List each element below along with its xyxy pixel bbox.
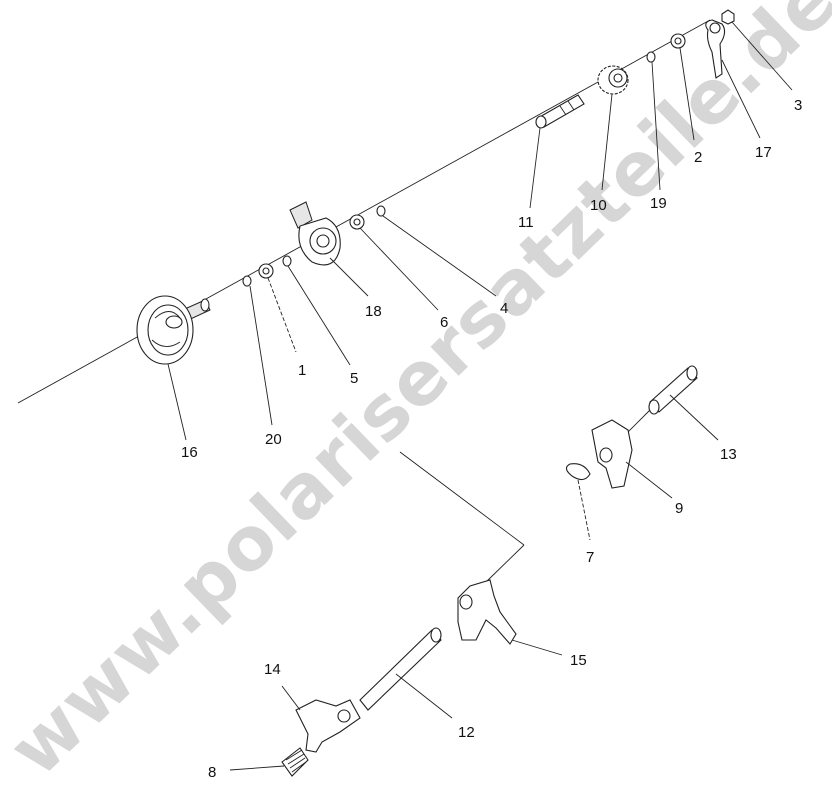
callout-12: 12 bbox=[458, 724, 475, 741]
part-8-spring bbox=[281, 747, 309, 777]
part-15-shift-fork bbox=[457, 579, 517, 645]
part-4-clip bbox=[376, 205, 386, 217]
callout-1: 1 bbox=[298, 362, 306, 379]
part-12-fork-rod bbox=[359, 627, 442, 711]
part-20-ring bbox=[242, 275, 252, 287]
part-9-fork bbox=[591, 419, 633, 489]
callout-15: 15 bbox=[570, 652, 587, 669]
part-1-washer bbox=[258, 263, 274, 279]
callout-6: 6 bbox=[440, 314, 448, 331]
part-18-gear-sector bbox=[289, 201, 341, 266]
callout-10: 10 bbox=[590, 197, 607, 214]
callout-19: 19 bbox=[650, 195, 667, 212]
callout-7: 7 bbox=[586, 549, 594, 566]
part-11-shaft bbox=[535, 94, 585, 129]
callout-11: 11 bbox=[518, 214, 534, 231]
part-13-rod bbox=[648, 365, 698, 415]
leader-lines bbox=[167, 21, 793, 771]
part-3-nut bbox=[721, 9, 735, 25]
part-6-washer bbox=[349, 214, 365, 230]
callout-16: 16 bbox=[181, 444, 198, 461]
part-5-clip bbox=[282, 255, 292, 267]
part-2-washer bbox=[670, 33, 686, 49]
callout-20: 20 bbox=[265, 431, 282, 448]
callout-5: 5 bbox=[350, 370, 358, 387]
callout-8: 8 bbox=[208, 764, 216, 781]
axis-lower-assembly bbox=[399, 451, 525, 546]
callout-14: 14 bbox=[264, 661, 281, 678]
part-17-arm bbox=[705, 19, 726, 79]
part-14-small-fork bbox=[295, 699, 361, 753]
part-10-gear bbox=[597, 65, 629, 95]
part-19-clip bbox=[646, 51, 656, 63]
callout-labels: 16 20 1 5 18 6 4 11 10 19 2 17 3 13 9 7 … bbox=[181, 97, 802, 781]
callout-2: 2 bbox=[694, 149, 702, 166]
callout-9: 9 bbox=[675, 500, 683, 517]
axis-lower-assembly-2 bbox=[485, 544, 525, 583]
callout-17: 17 bbox=[755, 144, 772, 161]
callout-13: 13 bbox=[720, 446, 737, 463]
callout-18: 18 bbox=[365, 303, 382, 320]
main-axis-line bbox=[17, 19, 711, 404]
callout-4: 4 bbox=[500, 300, 508, 317]
part-16-shift-drum bbox=[136, 295, 211, 365]
callout-3: 3 bbox=[794, 97, 802, 114]
part-7-clip bbox=[565, 463, 591, 481]
